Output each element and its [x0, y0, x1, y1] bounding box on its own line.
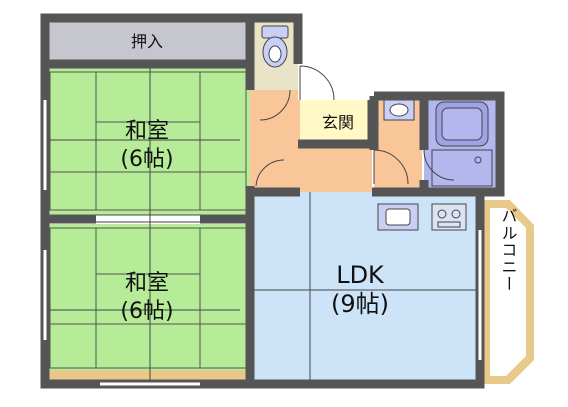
stove-icon [431, 203, 467, 231]
closet-area [45, 18, 250, 64]
tatami-edge-strip [45, 370, 250, 380]
balcony-label-group: バルコニー [499, 208, 518, 293]
ldk-name: LDK [336, 261, 385, 289]
balcony-label: バルコニー [499, 208, 518, 293]
balcony-inner [490, 208, 526, 376]
windows [43, 100, 482, 386]
wash-basin-icon [383, 99, 415, 121]
tatami-mats-top [49, 71, 247, 211]
toilet-icon [261, 25, 289, 68]
entrance-area [300, 100, 372, 144]
bathtub-icon [431, 101, 493, 187]
closet-label: 押入 [131, 32, 163, 51]
washitsu-bottom-area [45, 224, 250, 384]
washitsu-top-name: 和室 [125, 119, 169, 144]
washitsu-top-size: (6帖) [120, 147, 173, 172]
door-swings [255, 65, 455, 187]
washitsu-bottom-name: 和室 [125, 271, 169, 296]
ldk-size: (9帖) [331, 290, 389, 318]
tatami-mats-bottom [49, 227, 247, 369]
washitsu-bottom-size: (6帖) [120, 299, 173, 324]
entrance-label: 玄関 [322, 113, 354, 132]
kitchen-sink-icon [377, 203, 419, 231]
